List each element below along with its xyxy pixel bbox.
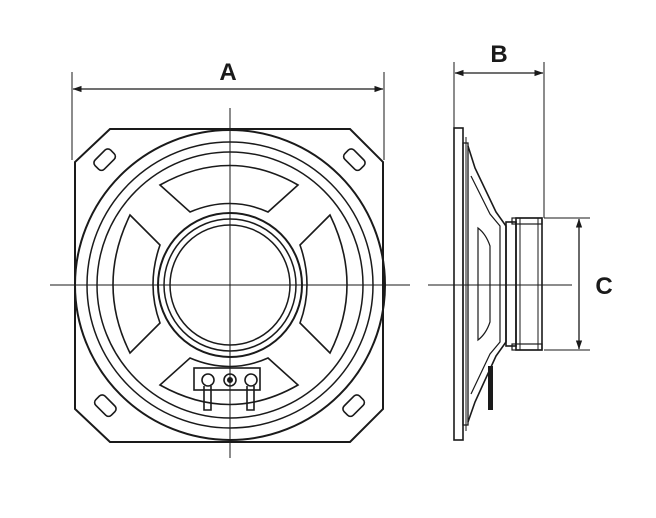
terminal-pin-right [246, 386, 255, 411]
dimension-a: A [71, 59, 385, 160]
dimension-c-label: C [595, 273, 612, 300]
side-magnet-cap-bottom [511, 343, 543, 351]
dimension-c: C [544, 217, 613, 351]
mounting-slot-top-right [342, 148, 366, 172]
side-terminal-tab [488, 366, 493, 410]
frame-outline [74, 128, 384, 443]
mounting-slot-bottom-left [93, 394, 117, 418]
window-top [158, 164, 300, 213]
mounting-slot-bottom-right [342, 394, 366, 418]
side-flange-outer [453, 127, 464, 441]
side-magnet-cap-top [511, 217, 543, 225]
dimension-b-label: B [490, 41, 507, 68]
dimension-b: B [453, 41, 545, 218]
window-bottom [158, 357, 300, 406]
basket-windows [112, 164, 348, 406]
terminal-eyelet-right [244, 373, 258, 387]
dimension-a-label: A [219, 59, 236, 86]
side-view [428, 127, 572, 441]
side-basket-cutout [477, 226, 491, 342]
front-view [50, 108, 410, 458]
window-right [299, 213, 348, 355]
side-flange-lip [462, 142, 469, 426]
mounting-slot-top-left [93, 148, 117, 172]
side-basket-profile-inner [470, 175, 501, 395]
terminal-plate [193, 367, 261, 391]
mounting-slots [93, 148, 366, 418]
side-magnet-plate-front [505, 221, 517, 347]
terminal-pin-left [203, 386, 212, 411]
window-left [112, 213, 161, 355]
terminal-eyelet-left [201, 373, 215, 387]
